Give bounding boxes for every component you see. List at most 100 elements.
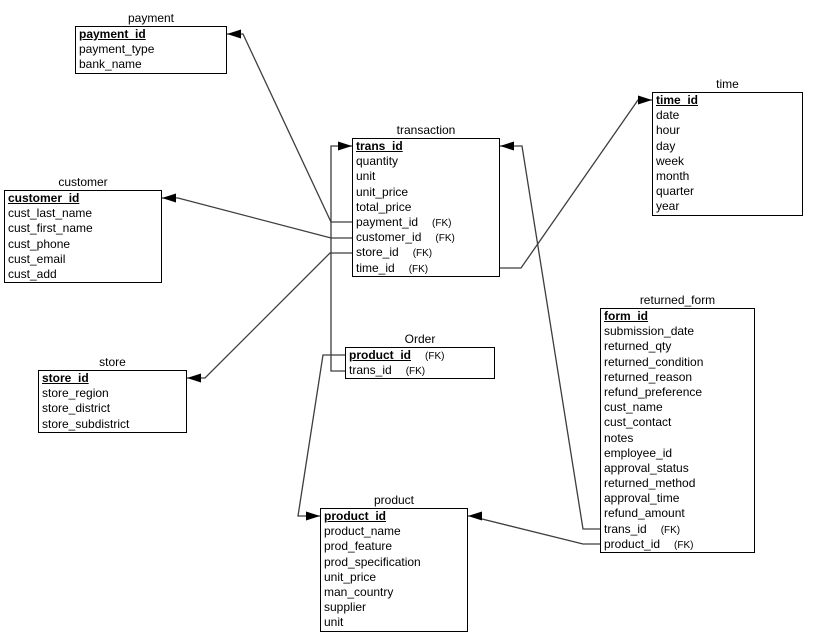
field-name: cust_name [604,400,663,415]
pk-field-name: form_id [604,309,649,323]
fk-badge: (FK) [435,233,455,245]
field-name: bank_name [79,57,142,72]
field-row: unit [321,615,467,630]
field-row: customer_id [5,191,161,206]
pk-field-name: trans_id [356,139,403,153]
arrowhead-product-left-icon [306,511,320,521]
field-row: bank_name [76,57,226,72]
entity-title-payment: payment [127,11,175,25]
field-row: trans_id(FK) [601,522,754,537]
field-row: payment_type [76,42,226,57]
connector-returnedform-product [468,515,600,545]
arrowhead-store-icon [187,373,201,383]
field-row: product_id [321,509,467,524]
field-row: supplier [321,600,467,615]
field-row: prod_feature [321,539,467,554]
entity-title-transaction: transaction [396,123,456,137]
field-name: quantity [356,154,399,169]
field-row: refund_amount [601,506,754,521]
pk-field-name: payment_id [79,27,146,41]
field-row: cust_contact [601,415,754,430]
field-row: returned_reason [601,370,754,385]
field-row: month [653,169,802,184]
field-name: total_price [356,199,412,214]
field-name: refund_amount [604,506,685,521]
field-row: payment_id [76,27,226,42]
entity-order[interactable]: Order product_id(FK)trans_id(FK) [345,331,495,380]
pk-field-name: store_id [42,371,89,385]
field-row: unit [353,169,499,184]
field-name: returned_method [604,476,696,491]
entity-title-returned-form: returned_form [639,293,716,307]
connector-transaction-store [187,252,352,379]
field-row: employee_id [601,446,754,461]
field-row: unit_price [353,185,499,200]
connector-transaction-customer [162,197,352,239]
field-row: quarter [653,184,802,199]
field-row: date [653,108,802,123]
field-row: product_name [321,524,467,539]
field-row: trans_id(FK) [346,363,494,378]
field-row: store_id [39,371,186,386]
fk-badge: (FK) [660,524,681,536]
field-row: cust_phone [5,237,161,252]
field-name: cust_add [8,266,57,281]
field-name: year [656,199,680,214]
field-name: trans_id [349,363,392,378]
pk-field-name: time_id [656,93,699,107]
field-row: refund_preference [601,385,754,400]
field-name: submission_date [604,324,695,339]
field-name: day [656,138,676,153]
field-name: time_id [356,260,395,275]
field-name: month [656,168,690,183]
field-name: store_id [356,245,399,260]
pk-field-name: product_id [349,348,411,362]
field-row: cust_add [5,267,161,282]
field-row: cust_first_name [5,221,161,236]
field-row: cust_name [601,400,754,415]
field-row: approval_status [601,461,754,476]
field-row: trans_id [353,139,499,154]
field-name: date [656,108,680,123]
field-name: payment_id [356,214,419,229]
field-name: customer_id [356,230,422,245]
field-row: payment_id(FK) [353,215,499,230]
arrowhead-transaction-left-icon [338,141,352,151]
connector-transaction-payment [227,33,352,223]
fk-badge: (FK) [412,248,433,260]
field-name: cust_last_name [8,206,93,221]
field-row: returned_qty [601,339,754,354]
connector-returnedform-transaction [500,145,600,530]
field-name: approval_status [604,460,689,475]
field-row: year [653,199,802,214]
field-name: prod_feature [324,539,393,554]
field-row: customer_id (FK) [353,230,499,245]
field-name: hour [656,123,681,138]
field-name: prod_specification [324,554,421,569]
field-name: quarter [656,184,695,199]
field-name: store_subdistrict [42,416,130,431]
field-name: cust_first_name [8,221,93,236]
field-name: cust_contact [604,415,672,430]
field-name: unit [324,615,344,630]
entity-title-order: Order [404,332,436,346]
field-row: time_id [653,93,802,108]
field-name: product_name [324,524,401,539]
field-name: unit_price [356,184,409,199]
field-row: hour [653,123,802,138]
field-row: submission_date [601,324,754,339]
field-name: unit [356,169,376,184]
field-row: unit_price [321,570,467,585]
field-row: approval_time [601,491,754,506]
